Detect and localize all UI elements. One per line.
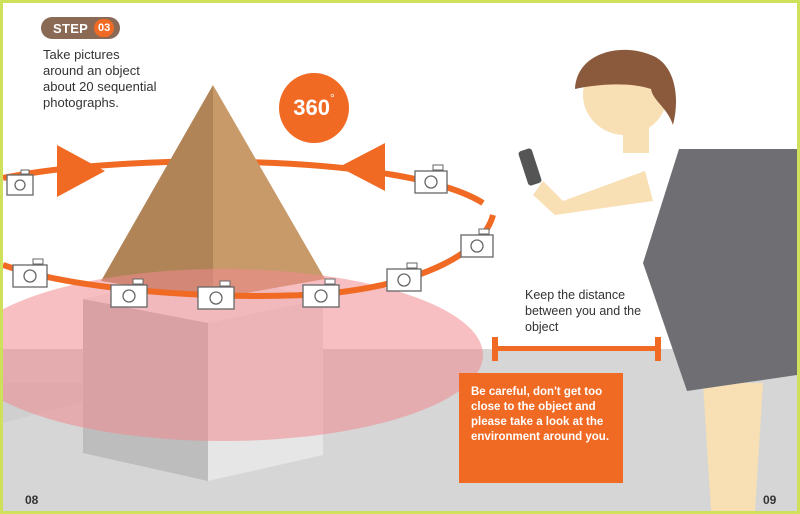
rotation-value: 360 xyxy=(293,95,330,120)
step-label: STEP xyxy=(53,20,89,36)
page-number-right: 09 xyxy=(763,493,777,507)
warning-box: Be careful, don't get too close to the o… xyxy=(459,373,623,483)
camera-icon xyxy=(460,228,494,258)
pyramid-left-face xyxy=(101,85,213,299)
phone-icon xyxy=(518,148,542,186)
arrow-right-icon xyxy=(57,145,105,197)
camera-icon xyxy=(110,278,148,308)
step-number: 03 xyxy=(94,19,115,37)
step-badge: STEP 03 xyxy=(41,17,121,39)
pyramid-right-face xyxy=(213,85,325,299)
camera-icon xyxy=(6,169,34,196)
person-dress xyxy=(643,149,797,391)
distance-note: Keep the distance between you and the ob… xyxy=(525,288,642,334)
camera-icon xyxy=(302,278,340,308)
safety-zone xyxy=(3,269,483,441)
booklet-spread: STEP 03 Take pictures around an object a… xyxy=(3,3,797,511)
instruction-text: Take pictures around an object about 20 … xyxy=(43,47,157,110)
camera-icon xyxy=(197,280,235,310)
page-number-left: 08 xyxy=(25,493,39,507)
person-arm xyxy=(533,171,653,215)
degree-symbol: ° xyxy=(329,91,335,105)
person-legs xyxy=(703,383,763,511)
distance-marker xyxy=(492,337,661,361)
camera-icon xyxy=(12,258,48,288)
camera-icon xyxy=(414,164,448,194)
camera-icon xyxy=(386,262,422,292)
rotation-badge: 360 ° xyxy=(279,73,349,143)
person xyxy=(518,49,797,511)
arrow-left-icon xyxy=(339,143,385,191)
person-hair xyxy=(575,49,677,125)
